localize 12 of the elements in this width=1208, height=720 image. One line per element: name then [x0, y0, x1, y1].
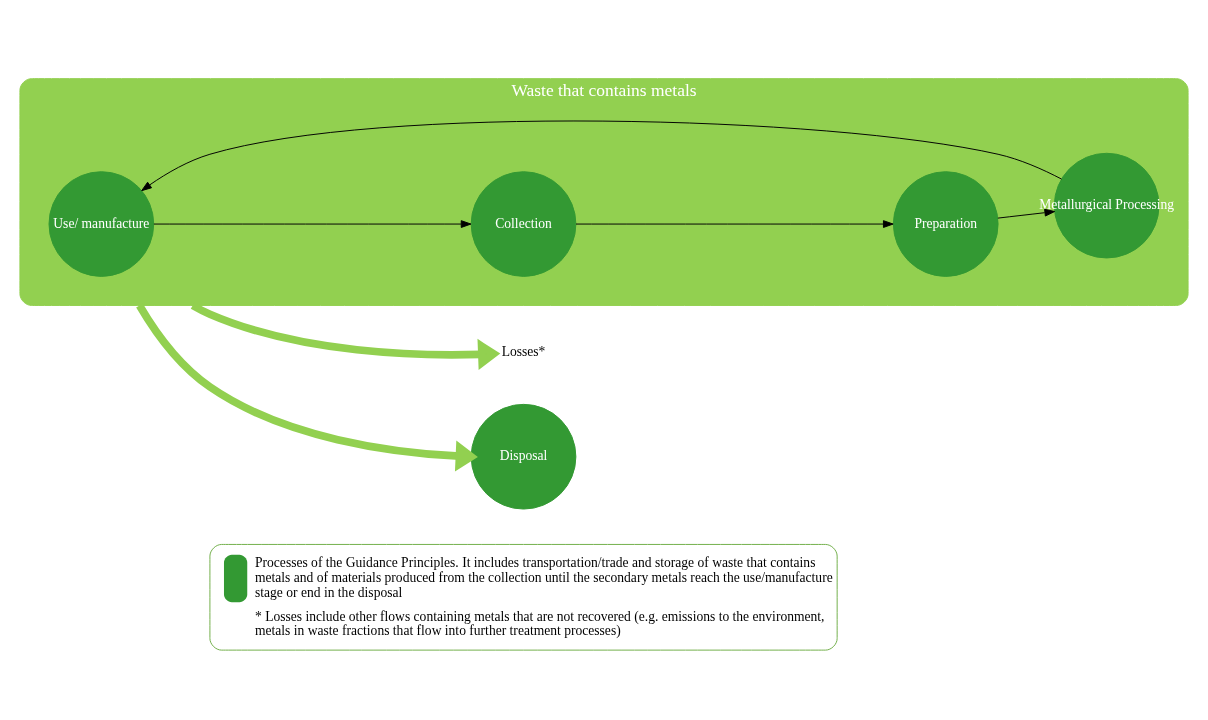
arrow — [141, 120, 1062, 191]
arrow — [153, 219, 472, 228]
arrow — [136, 303, 478, 472]
arrow — [997, 208, 1056, 219]
arrow — [575, 219, 894, 228]
node-circle: Collection — [470, 170, 577, 277]
label: * Losses include other flows containing metals that are not recovered (e.g. emissions to the environment, metals in waste fractions that flow into further treatment processes) — [255, 608, 825, 638]
node-circle: Disposal — [470, 403, 577, 510]
node-text: Losses* — [501, 343, 546, 359]
legend-label: Processes of the Guidance Principles. It includes transportation/trade and storage of waste that contains metals and of materials produced from the collection until the secondary metals reach the use/manufacture stage or end in the disposal — [255, 554, 833, 600]
node-label: Metallurgical Processing — [1039, 196, 1175, 212]
node-circle: Preparation — [892, 170, 999, 277]
